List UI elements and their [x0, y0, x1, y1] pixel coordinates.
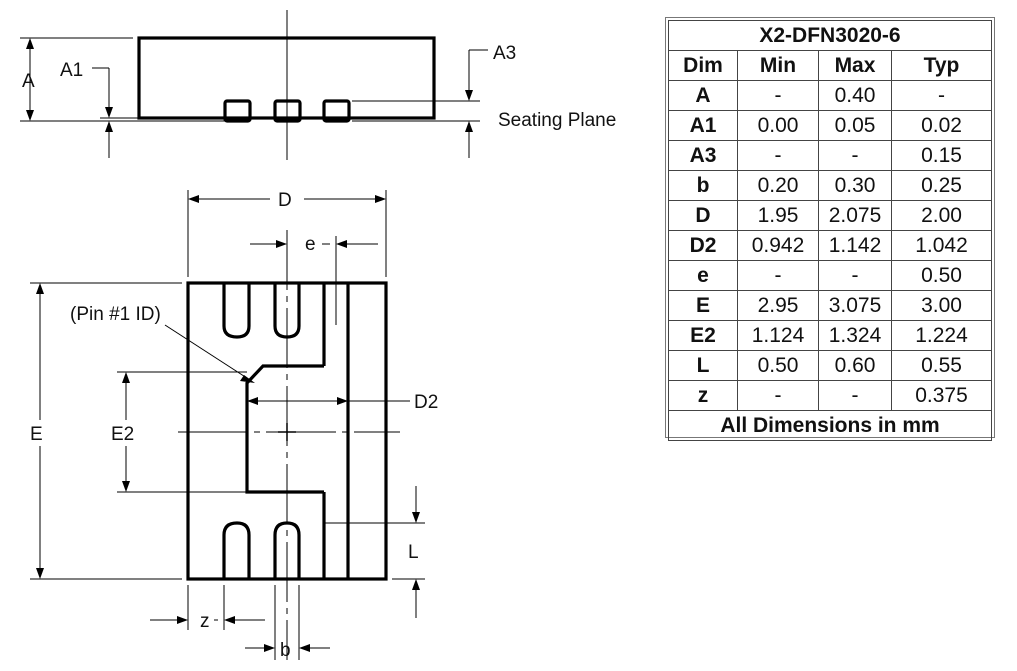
- table-cell: -: [737, 380, 819, 411]
- table-cell: 0.15: [891, 140, 992, 171]
- lead-top-1: [222, 283, 251, 339]
- table-cell-dim: z: [668, 380, 738, 411]
- header-dim: Dim: [668, 50, 738, 81]
- package-drawing: A A1 A3 Seating Plane D: [20, 10, 616, 661]
- label-b: b: [280, 640, 291, 661]
- table-cell: 2.00: [891, 200, 992, 231]
- table-cell: 0.60: [818, 350, 892, 381]
- label-z: z: [200, 611, 210, 632]
- table-title: X2-DFN3020-6: [668, 20, 992, 51]
- table-cell: 0.55: [891, 350, 992, 381]
- label-pin1-id: (Pin #1 ID): [70, 304, 161, 325]
- table-cell-dim: D2: [668, 230, 738, 261]
- table-cell: 2.075: [818, 200, 892, 231]
- table-cell-dim: A3: [668, 140, 738, 171]
- label-a: A: [22, 71, 35, 92]
- header-max: Max: [818, 50, 892, 81]
- label-e-pitch: e: [305, 234, 316, 255]
- table-row: A-0.40-: [668, 80, 992, 111]
- table-row: z--0.375: [668, 380, 992, 411]
- table-cell-dim: E: [668, 290, 738, 321]
- table-cell: 1.142: [818, 230, 892, 261]
- table-cell: 1.224: [891, 320, 992, 351]
- table-cell: -: [818, 260, 892, 291]
- table-cell: 0.05: [818, 110, 892, 141]
- exposed-pad: [245, 364, 324, 494]
- lead-bottom-2: [273, 521, 301, 579]
- table-cell: 0.02: [891, 110, 992, 141]
- table-row: e--0.50: [668, 260, 992, 291]
- table-cell: 0.375: [891, 380, 992, 411]
- table-cell: -: [737, 260, 819, 291]
- table-cell: 0.20: [737, 170, 819, 201]
- table-cell: 3.075: [818, 290, 892, 321]
- label-l: L: [408, 542, 419, 563]
- table-row: A3--0.15: [668, 140, 992, 171]
- table-cell-dim: D: [668, 200, 738, 231]
- bottom-view: D e (Pin #1 ID) D2 E E2: [30, 190, 438, 661]
- table-cell: 0.50: [891, 260, 992, 291]
- table-cell: 0.30: [818, 170, 892, 201]
- table-cell: -: [737, 80, 819, 111]
- table-cell: -: [818, 140, 892, 171]
- label-e: E: [30, 424, 43, 445]
- header-typ: Typ: [891, 50, 992, 81]
- label-a3: A3: [493, 43, 516, 64]
- header-min: Min: [737, 50, 819, 81]
- table-cell: 1.124: [737, 320, 819, 351]
- table-header-row: Dim Min Max Typ: [668, 50, 992, 81]
- table-cell: 0.942: [737, 230, 819, 261]
- label-seating-plane: Seating Plane: [498, 110, 616, 131]
- side-pad-2: [273, 99, 302, 123]
- side-pad-1: [223, 99, 252, 123]
- table-cell: 1.324: [818, 320, 892, 351]
- table-cell: 0.00: [737, 110, 819, 141]
- table-cell-dim: e: [668, 260, 738, 291]
- table-cell: 0.50: [737, 350, 819, 381]
- side-pad-3: [322, 99, 351, 123]
- table-cell: 0.25: [891, 170, 992, 201]
- table-cell-dim: A: [668, 80, 738, 111]
- table-cell: -: [737, 140, 819, 171]
- label-a1: A1: [60, 60, 83, 81]
- label-d: D: [278, 190, 292, 211]
- table-cell-dim: E2: [668, 320, 738, 351]
- table-cell: -: [818, 380, 892, 411]
- table-cell: 0.40: [818, 80, 892, 111]
- lead-top-2: [273, 283, 301, 339]
- table-cell: 2.95: [737, 290, 819, 321]
- side-view: A A1 A3 Seating Plane: [20, 10, 616, 160]
- label-e2: E2: [111, 424, 134, 445]
- table-footer: All Dimensions in mm: [668, 410, 992, 441]
- table-cell-dim: A1: [668, 110, 738, 141]
- table-cell-dim: L: [668, 350, 738, 381]
- lead-bottom-1: [222, 521, 251, 579]
- table-cell: 3.00: [891, 290, 992, 321]
- table-cell-dim: b: [668, 170, 738, 201]
- table-cell: -: [891, 80, 992, 111]
- label-d2: D2: [414, 392, 438, 413]
- table-cell: 1.95: [737, 200, 819, 231]
- table-cell: 1.042: [891, 230, 992, 261]
